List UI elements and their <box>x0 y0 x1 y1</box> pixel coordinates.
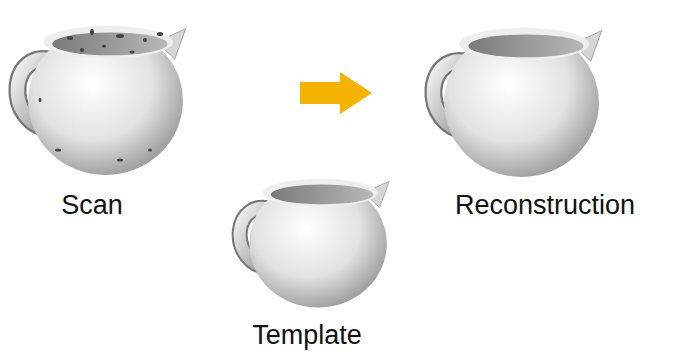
reconstruction-label: Reconstruction <box>455 192 635 219</box>
scan-label: Scan <box>61 192 123 219</box>
reconstruction-pitcher <box>433 28 601 177</box>
template-label: Template <box>252 322 362 349</box>
process-arrow <box>300 72 372 114</box>
scan-pitcher <box>17 26 185 175</box>
template-pitcher <box>240 179 390 308</box>
